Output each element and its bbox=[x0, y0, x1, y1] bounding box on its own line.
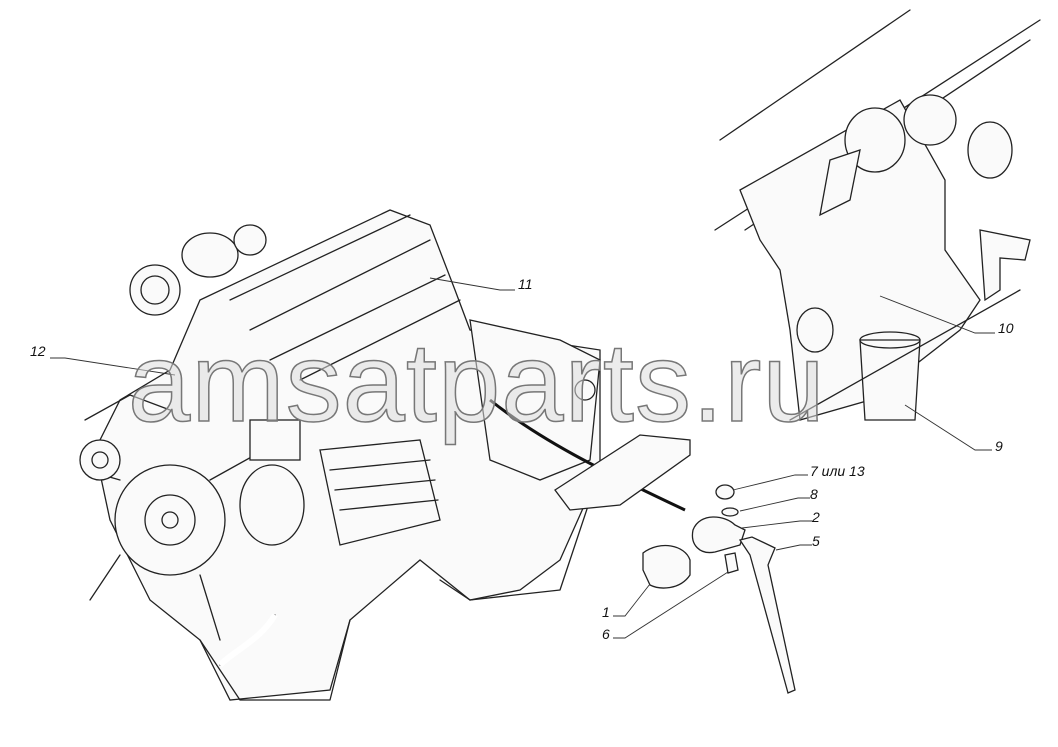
bolt-part-6 bbox=[724, 552, 739, 574]
engine-block bbox=[79, 209, 691, 701]
callout-11: 11 bbox=[518, 276, 533, 292]
clamp-part-2 bbox=[691, 516, 746, 554]
callout-10: 10 bbox=[998, 320, 1014, 336]
callout-12: 12 bbox=[30, 343, 46, 359]
callout-9: 9 bbox=[995, 438, 1003, 454]
bracket-part-5 bbox=[738, 536, 796, 694]
callout-7-or-13: 7 или 13 bbox=[810, 463, 865, 479]
callout-8: 8 bbox=[810, 486, 818, 502]
callout-5: 5 bbox=[812, 533, 820, 549]
callout-6: 6 bbox=[602, 626, 610, 642]
washer-part-8 bbox=[721, 507, 739, 517]
nut-part-7 bbox=[715, 484, 735, 500]
leader-lines bbox=[50, 277, 995, 639]
callout-1: 1 bbox=[602, 604, 610, 620]
callout-2: 2 bbox=[812, 509, 820, 525]
bushing-part-1 bbox=[642, 544, 691, 589]
exploded-parts bbox=[642, 484, 796, 694]
detail-view-oil-filter bbox=[714, 9, 1041, 421]
